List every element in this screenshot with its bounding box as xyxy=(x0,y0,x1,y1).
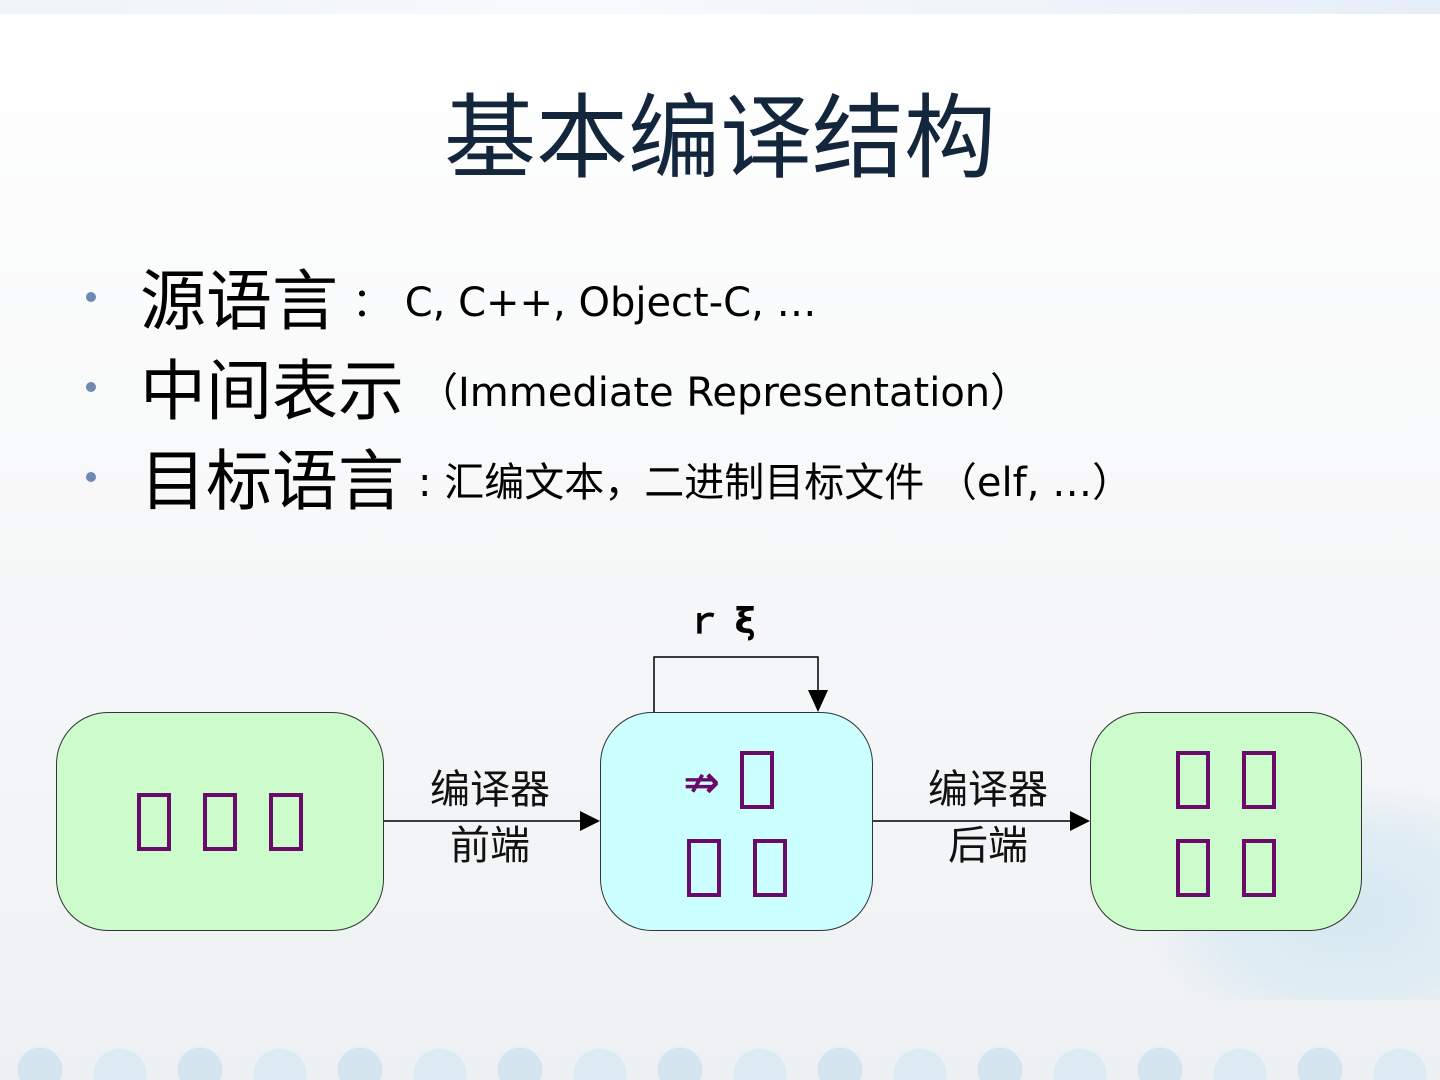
target-language-box xyxy=(1090,712,1362,931)
missing-glyph-icon xyxy=(739,751,774,809)
glyph-row xyxy=(1091,839,1361,901)
front-arrowhead-icon xyxy=(580,811,600,831)
intermediate-representation-box: ⇏ xyxy=(600,712,873,931)
back-arrowhead-icon xyxy=(1070,811,1090,831)
bullet-heading: 中间表示 xyxy=(140,353,404,430)
bullet-detail: ： C, C++, Object-C, … xyxy=(352,280,817,326)
backend-label-line2: 后端 xyxy=(948,823,1028,869)
missing-glyph-icon xyxy=(1242,751,1276,809)
frontend-label-line2: 前端 xyxy=(450,823,530,869)
bullet-heading: 目标语言 xyxy=(140,443,404,520)
missing-glyph-icon xyxy=(269,793,303,851)
glyph-row xyxy=(57,793,383,855)
top-strip xyxy=(0,0,1440,14)
missing-glyph-icon xyxy=(1176,751,1210,809)
backend-label: 编译器 后端 xyxy=(910,762,1066,874)
glyph-row xyxy=(601,839,872,901)
missing-glyph-icon xyxy=(1242,839,1276,897)
bullet-dot-icon xyxy=(86,382,96,392)
bullet-dot-icon xyxy=(86,472,96,482)
slide-title: 基本编译结构 xyxy=(443,85,996,192)
missing-glyph-icon xyxy=(1176,839,1210,897)
missing-glyph-icon xyxy=(203,793,237,851)
frontend-label-line1: 编译器 xyxy=(430,767,550,813)
glyph-row: ⇏ xyxy=(601,751,872,813)
missing-glyph-icon xyxy=(137,793,171,851)
bullet-detail: : 汇编文本，二进制目标文件 （elf, …） xyxy=(418,460,1133,506)
missing-glyph-icon xyxy=(752,839,787,897)
glyph-row xyxy=(1091,751,1361,813)
loop-label: ｒ ξ xyxy=(686,601,756,642)
loop-arrowhead-icon xyxy=(808,690,828,712)
backend-label-line1: 编译器 xyxy=(928,767,1048,813)
bullet-detail: （Immediate Representation） xyxy=(418,370,1031,416)
bullet-dot-icon xyxy=(86,292,96,302)
loop-line xyxy=(653,656,819,712)
frontend-label: 编译器 前端 xyxy=(412,762,568,874)
decorative-waves xyxy=(0,1000,1440,1080)
not-implies-icon: ⇏ xyxy=(683,757,720,808)
bullet-heading: 源语言 xyxy=(140,263,338,340)
source-language-box xyxy=(56,712,384,931)
missing-glyph-icon xyxy=(686,839,721,897)
